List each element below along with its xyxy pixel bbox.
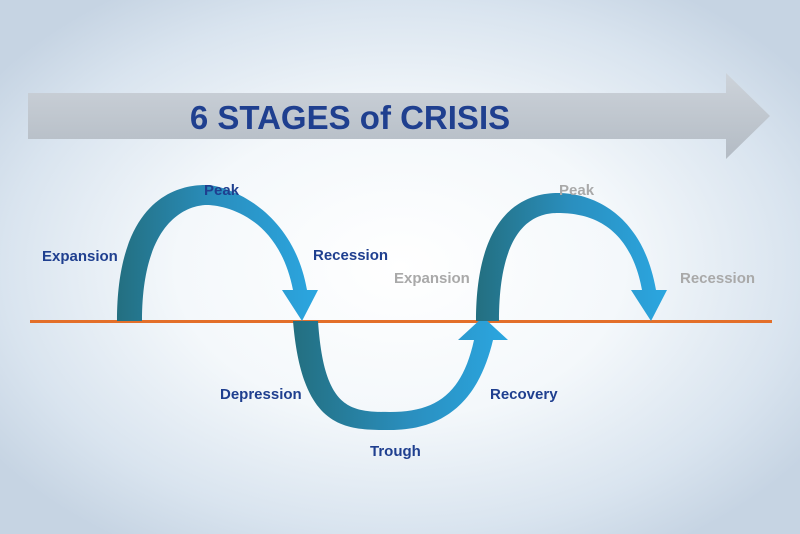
label-expansion-2: Expansion [394,270,470,287]
label-recession-2: Recession [680,270,755,287]
label-peak-2: Peak [559,182,595,199]
label-trough: Trough [370,443,421,460]
cycle-arc-upper-1 [117,185,318,321]
cycle-arc-lower [293,317,508,430]
label-recovery: Recovery [490,386,558,403]
label-peak-1: Peak [204,182,240,199]
label-expansion-1: Expansion [42,248,118,265]
cycle-arc-upper-2 [476,193,667,321]
diagram-title: 6 STAGES of CRISIS [190,99,510,136]
label-recession-1: Recession [313,247,388,264]
label-depression: Depression [220,386,302,403]
banner-arrow [28,73,770,159]
baseline [30,320,772,323]
